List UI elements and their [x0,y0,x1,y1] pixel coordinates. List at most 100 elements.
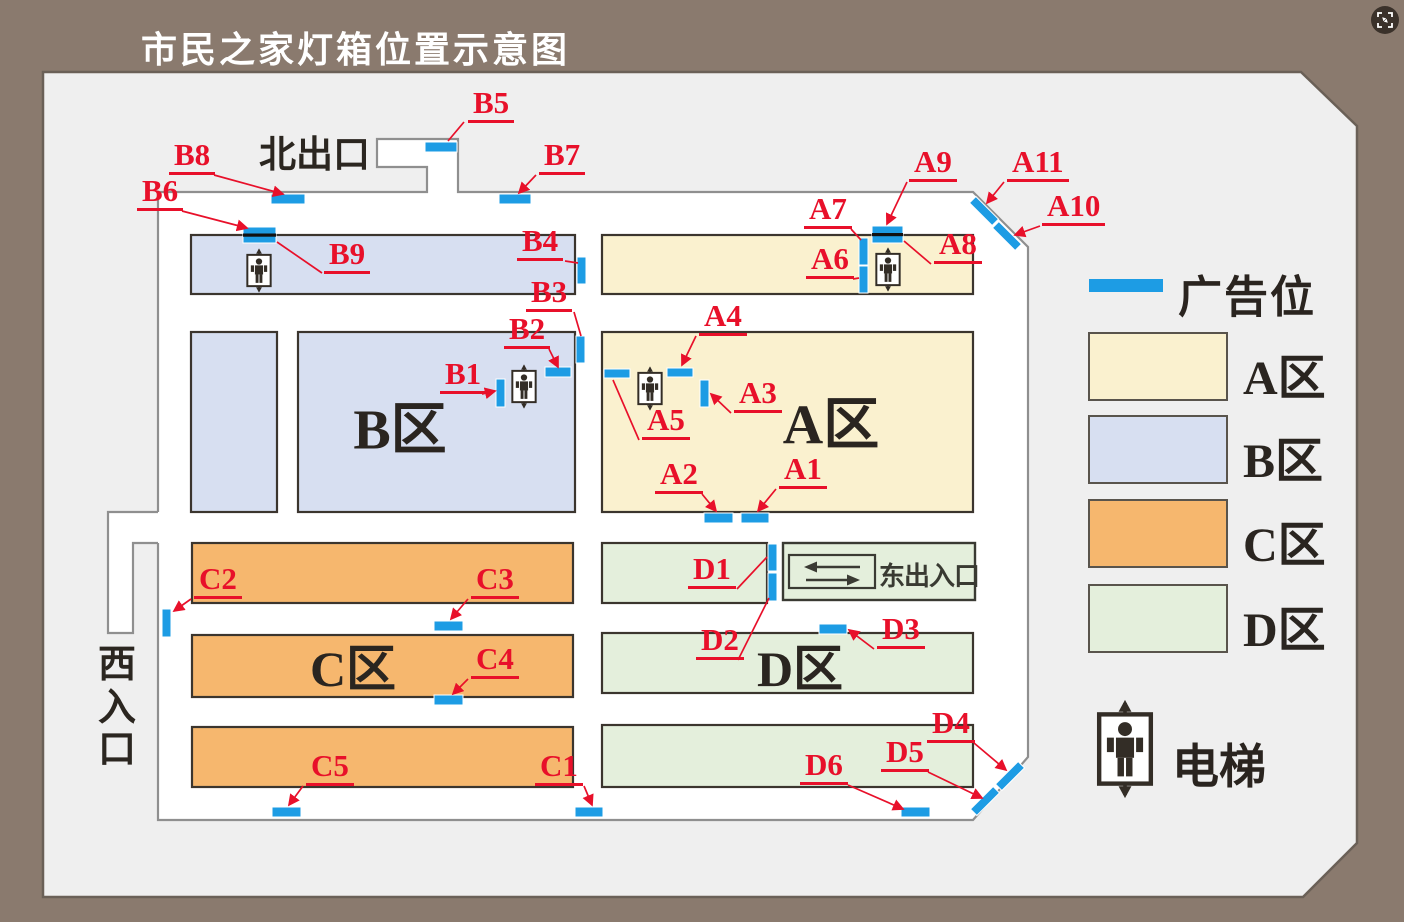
lightbox-label-C2: C2 [194,563,242,599]
lightbox-label-B1: B1 [440,358,487,394]
zone-c-bottom-block [190,725,575,789]
leader-B5 [447,121,465,142]
lightbox-label-B5: B5 [468,87,515,123]
lightbox-label-C1: C1 [535,750,583,786]
lightbox-A10 [991,220,1023,252]
fullscreen-button[interactable] [1371,6,1399,34]
leader-A5 [612,379,640,441]
lightbox-label-B8: B8 [169,139,216,175]
leader-D6 [847,784,905,811]
lightbox-label-D3: D3 [877,613,925,649]
lightbox-label-D1: D1 [688,553,736,589]
lightbox-label-B3: B3 [526,276,573,312]
leader-D3 [847,628,875,650]
leader-D2 [737,597,770,661]
leader-A6 [852,277,860,280]
lightbox-label-A6: A6 [806,243,854,279]
lightbox-label-D4: D4 [927,707,975,743]
lightbox-D2 [767,572,778,602]
lightbox-label-C4: C4 [471,643,519,679]
lightbox-label-D2: D2 [696,624,744,660]
legend-zone-c-label: C区 [1243,519,1326,572]
lightbox-A4 [666,367,694,378]
lightbox-A2 [703,512,734,524]
west-entrance-label: 西入口 [98,644,137,772]
lightbox-A6 [858,265,869,294]
lightbox-B8 [270,193,306,205]
lightbox-D6 [900,806,931,818]
lightbox-label-A10: A10 [1042,190,1106,226]
lightbox-label-B7: B7 [539,139,586,175]
lightbox-label-D6: D6 [800,749,848,785]
east-entrance-box [781,541,977,602]
leader-C1 [582,785,594,807]
lightbox-label-A3: A3 [734,377,782,413]
lightbox-B1 [495,378,506,408]
leader-A2 [701,493,718,513]
zone-c-mid-block [190,633,575,699]
elevator-icon-b-top [246,248,272,293]
lightbox-label-A9: A9 [909,146,957,182]
lightbox-D1 [767,543,778,572]
legend-ad-slot-swatch [1089,279,1163,292]
lightbox-label-C3: C3 [471,563,519,599]
leader-B4 [564,260,579,264]
lightbox-B5 [424,141,458,153]
leader-A9 [885,181,908,226]
lightbox-C1 [574,806,604,818]
lightbox-A7 [858,237,869,266]
elevator-icon-b-main [511,364,537,409]
lightbox-D4 [994,760,1026,792]
leader-B6 [181,210,249,232]
lightbox-label-A11: A11 [1007,146,1069,182]
zone-a-main-block [600,330,975,514]
west-corridor-walls [106,510,158,635]
lightbox-label-B4: B4 [517,225,564,261]
lightbox-label-A7: A7 [804,193,852,229]
zone-d-bottom-block [600,723,975,789]
leader-C5 [287,785,304,807]
two-way-arrows-icon [804,561,860,586]
leader-D1 [736,556,768,590]
legend-zone-b-swatch [1088,415,1228,484]
leader-C2 [172,598,192,613]
lightbox-label-A4: A4 [699,300,747,336]
zone-d-mid-block [600,631,975,695]
lightbox-label-C5: C5 [306,750,354,786]
elevator-legend-icon [1099,700,1151,798]
elevator-icon-a-top [875,247,901,292]
legend-zone-a-swatch [1088,332,1228,401]
north-exit-label: 北出口 [259,134,370,175]
lightbox-label-A1: A1 [779,453,827,489]
leader-A1 [756,488,777,513]
lightbox-D3 [818,623,848,635]
zone-label-B: B区 [353,399,447,462]
legend-zone-d-label: D区 [1243,604,1326,657]
lightbox-label-B2: B2 [504,313,551,349]
zone-b-main-block [296,330,577,514]
zone-c-top-block [190,541,575,605]
legend-ad-slot-label: 广告位 [1178,273,1316,322]
legend-zone-d-swatch [1088,584,1228,653]
leader-C4 [451,678,469,696]
legend-zone-a-label: A区 [1243,352,1326,405]
leader-B2 [548,348,559,369]
lightbox-C2 [161,608,172,638]
legend-elevator-label: 电梯 [1172,740,1266,793]
lightbox-label-A5: A5 [642,404,690,440]
fullscreen-icon [1377,12,1393,28]
page-title: 市民之家灯箱位置示意图 [141,29,571,70]
lightbox-divider-a9-a8 [872,233,903,237]
leader-A11 [985,181,1005,205]
leader-B8 [213,174,285,198]
leader-A4 [681,335,697,367]
east-entrance-label: 东出入口 [879,561,980,591]
lightbox-A3 [699,379,710,408]
leader-A3 [709,392,732,414]
lightbox-divider-b6-b9 [243,233,276,237]
leader-A10 [1013,225,1041,238]
zone-label-D: D区 [756,641,844,697]
leader-A7 [850,228,862,241]
